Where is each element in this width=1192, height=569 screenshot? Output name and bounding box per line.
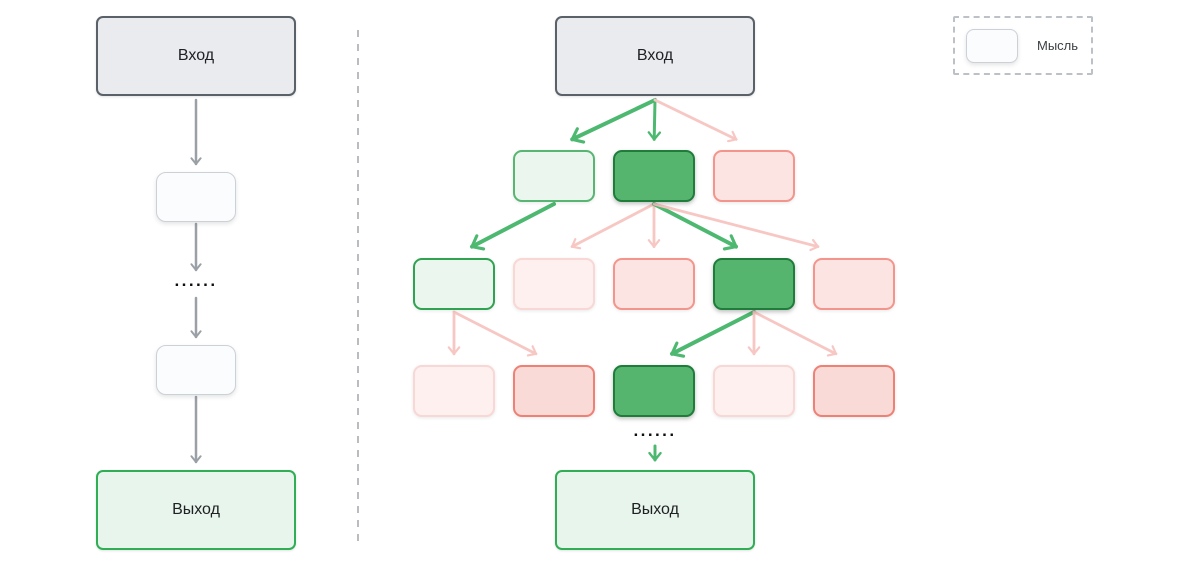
right-output-node: Выход [555,470,755,550]
arrow-edge-r1b1-r2b1 [470,202,556,251]
left-output-node: Выход [96,470,296,550]
legend: Мысль [953,16,1093,75]
tree-node-r2-1-green-light2 [413,258,495,310]
arrow-edge-r2b4-r3b3 [670,310,756,358]
arrow-edge-r1b2-r2b2 [570,202,656,250]
tree-node-r3-1-pink-faded [413,365,495,417]
right-input-label: Вход [636,47,674,64]
edges-group [190,98,838,464]
arrow-edge-r2b4-r3b5 [752,310,838,357]
left-thought-node-1 [156,172,236,222]
left-input-label: Вход [177,47,215,64]
left-thought-node-2 [156,345,236,395]
tree-node-r3-4-pink-faded [713,365,795,417]
tree-node-r3-3-green-dark [613,365,695,417]
right-output-label: Выход [631,501,679,518]
arrow-edge-input-r1b1 [570,98,657,144]
tree-node-r2-5-pink [813,258,895,310]
tree-node-r3-5-pink-strong [813,365,895,417]
left-ellipsis: ······ [174,275,218,295]
tree-node-r2-3-pink [613,258,695,310]
left-output-label: Выход [172,501,220,518]
left-input-node: Вход [96,16,296,96]
arrow-edge-input-r1b2 [647,98,662,141]
arrow-edge-r1b2-r2b5 [652,202,820,252]
tree-node-r1-2-green-dark [613,150,695,202]
tree-node-r3-2-pink-strong [513,365,595,417]
arrow-edge-r1b2-r2b4 [652,202,738,251]
legend-thought-label: Мысль [1037,38,1079,53]
arrow-edge-input-r1b3 [653,98,738,143]
arrow-edge-r2b1-r3b2 [452,310,538,357]
tree-node-r1-1-green-light [513,150,595,202]
legend-thought-node [966,28,1018,63]
right-ellipsis: ······ [633,425,677,445]
right-input-node: Вход [555,16,755,96]
tree-node-r2-4-green-dark [713,258,795,310]
tree-node-r2-2-pink-faded [513,258,595,310]
tree-node-r1-3-pink [713,150,795,202]
